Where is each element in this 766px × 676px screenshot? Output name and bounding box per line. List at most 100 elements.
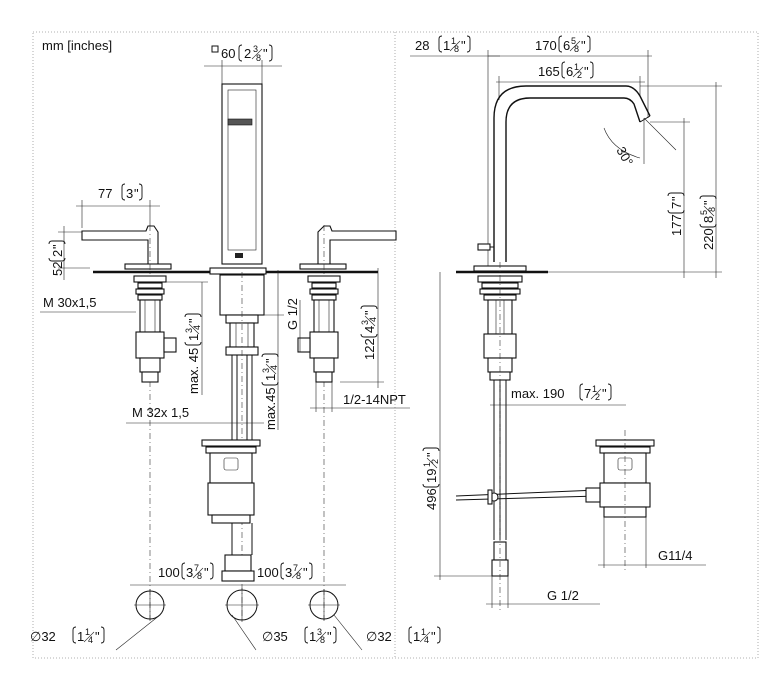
svg-text:max.45: max.45 [263,387,278,430]
drain-side [585,430,655,570]
label-handle-thread: M 30x1,5 [40,295,136,313]
svg-text:8: 8 [701,216,716,223]
svg-text:100: 100 [257,565,279,580]
svg-text:1: 1 [186,334,201,341]
svg-text:": " [50,244,65,249]
dim-total-height: 220 8 5 8 " [548,82,722,278]
svg-text:2: 2 [595,392,600,402]
spout-shank [219,272,265,620]
svg-text:": " [584,64,589,79]
svg-text:2: 2 [50,250,65,257]
svg-text:3: 3 [126,186,133,201]
label-drain-thread: G11/4 [598,517,706,568]
svg-text:1: 1 [592,384,597,394]
hole-right: ∅32 1 1 4 " [308,589,441,651]
svg-text:3: 3 [186,565,193,580]
svg-text:1/2-14NPT: 1/2-14NPT [343,392,406,407]
svg-text:28: 28 [415,38,429,53]
svg-text:": " [431,629,436,644]
svg-text:": " [461,38,466,53]
svg-text:M 30x1,5: M 30x1,5 [43,295,96,310]
svg-text:7: 7 [194,563,199,573]
side-view: 28 1 1 8 " 170 6 5 8 " 165 [410,35,722,610]
svg-text:19: 19 [424,469,439,483]
svg-text:1: 1 [421,627,426,637]
svg-text:": " [602,386,607,401]
svg-text:": " [95,629,100,644]
svg-text:8: 8 [320,635,325,645]
svg-text:4: 4 [424,635,429,645]
svg-text:": " [263,358,278,363]
svg-text:2: 2 [244,46,251,61]
svg-text:5: 5 [571,36,576,46]
svg-text:8: 8 [256,53,261,63]
svg-text:8: 8 [454,44,459,54]
svg-text:": " [263,46,268,61]
svg-text:": " [327,629,332,644]
label-spout-thread: M 32x 1,5 [126,405,264,424]
svg-text:G 1/2: G 1/2 [547,588,579,603]
svg-text:5: 5 [699,210,709,215]
svg-text:8: 8 [197,571,202,581]
svg-text:7: 7 [669,202,684,209]
units-note: mm [inches] [42,38,112,53]
svg-text:1: 1 [309,629,316,644]
svg-text:": " [669,196,684,201]
svg-text:8: 8 [296,571,301,581]
svg-text:3: 3 [317,627,322,637]
svg-text:1: 1 [422,462,432,467]
svg-text:": " [303,565,308,580]
svg-text:max. 190: max. 190 [511,386,564,401]
svg-text:1: 1 [451,36,456,46]
svg-text:8: 8 [707,207,717,212]
svg-text:1: 1 [574,62,579,72]
svg-text:3: 3 [253,44,258,54]
svg-text:496: 496 [424,488,439,510]
right-valve [297,275,341,383]
svg-text:4: 4 [362,326,377,333]
svg-text:30°: 30° [613,144,636,169]
svg-text:6: 6 [563,38,570,53]
svg-text:177: 177 [669,214,684,236]
dim-install-depth: 496 19 1 2 " [422,272,500,580]
side-shank [477,262,523,610]
svg-text:1: 1 [77,629,84,644]
svg-text:7: 7 [584,386,591,401]
dim-outlet-height: 177 7 " [650,118,690,278]
label-npt: 1/2-14NPT [310,382,410,412]
svg-text:7: 7 [293,563,298,573]
dim-handle-shank: max. 45 1 3 4 " [166,281,208,395]
dim-reach-total: 170 6 5 8 " [488,35,652,118]
dim-spout-shank: max.45 1 3 4 " [261,270,284,430]
svg-text:3: 3 [360,320,370,325]
svg-text:3: 3 [184,328,194,333]
svg-text:": " [134,186,139,201]
svg-text:4: 4 [269,365,279,370]
dim-angle: 30° [603,117,677,169]
svg-text:3: 3 [261,368,271,373]
svg-text:∅35: ∅35 [262,629,288,644]
dim-drain-reach: max. 190 7 1 2 " [490,383,626,406]
svg-text:100: 100 [158,565,180,580]
svg-text:M 32x 1,5: M 32x 1,5 [132,405,189,420]
svg-text:8: 8 [574,44,579,54]
hole-center: ∅35 1 3 8 " [225,588,337,651]
svg-text:1: 1 [443,38,450,53]
front-view: 60 2 3 8 " 7 7 3 " [30,44,441,651]
dim-handle-height: 52 2 " [48,226,90,280]
svg-text:1: 1 [263,374,278,381]
svg-text:1: 1 [85,627,90,637]
svg-text:": " [186,318,201,323]
svg-text:G11/4: G11/4 [658,548,692,563]
drain-front [201,439,261,582]
drain-lever [455,489,599,505]
svg-text:": " [581,38,586,53]
svg-text:": " [204,565,209,580]
svg-text:": " [424,452,439,457]
svg-text:60: 60 [221,46,235,61]
svg-text:∅32: ∅32 [366,629,392,644]
dim-spacing: 100 3 7 8 " 100 3 7 8 " [130,562,346,586]
label-supply-thread: G 1/2 [486,576,600,608]
dim-valve-height: 122 4 3 4 " [340,268,384,388]
